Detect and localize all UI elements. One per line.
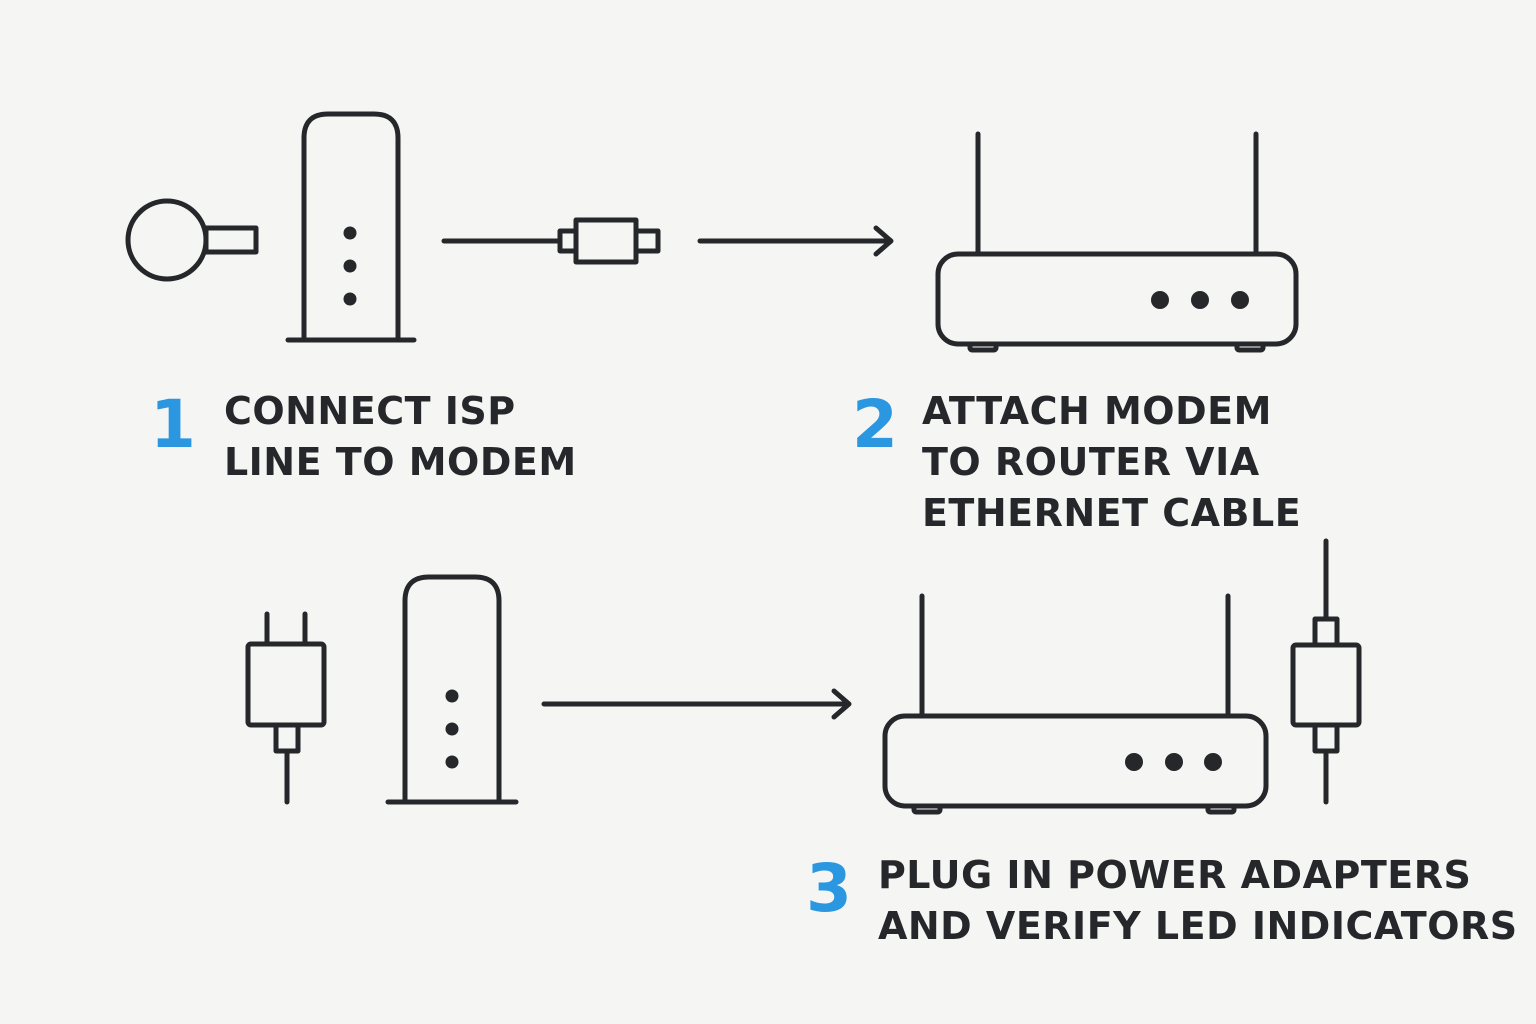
- step-description: ATTACH MODEM TO ROUTER VIA ETHERNET CABL…: [922, 386, 1301, 539]
- step-description-line: LINE TO MODEM: [223, 440, 577, 484]
- router-icon: [882, 593, 1269, 815]
- ethernet-cable-icon: [441, 217, 661, 265]
- step-description-line: ATTACH MODEM: [921, 389, 1272, 433]
- router-icon: [935, 131, 1299, 353]
- modem-icon: [385, 574, 519, 805]
- step-number: 2: [852, 386, 898, 463]
- arrow-right-icon: [541, 688, 852, 720]
- modem-icon: [285, 111, 417, 343]
- step-description: CONNECT ISP LINE TO MODEM: [224, 386, 577, 488]
- step-description-line: CONNECT ISP: [223, 389, 516, 433]
- arrow-right-icon: [697, 225, 894, 257]
- isp-line-connector-icon: [125, 198, 259, 282]
- step-description-line: PLUG IN POWER ADAPTERS: [877, 853, 1472, 897]
- step-description-line: TO ROUTER VIA: [921, 440, 1260, 484]
- step-3-caption: 3 PLUG IN POWER ADAPTERS AND VERIFY LED …: [806, 850, 1518, 952]
- inline-power-adapter-icon: [1290, 538, 1362, 805]
- step-description-line: AND VERIFY LED INDICATORS: [877, 904, 1518, 948]
- step-2-caption: 2 ATTACH MODEM TO ROUTER VIA ETHERNET CA…: [852, 386, 1301, 539]
- step-description-line: ETHERNET CABLE: [921, 491, 1302, 535]
- step-number: 3: [806, 850, 852, 927]
- power-plug-icon: [245, 611, 327, 805]
- step-description: PLUG IN POWER ADAPTERS AND VERIFY LED IN…: [878, 850, 1518, 952]
- step-1-caption: 1 CONNECT ISP LINE TO MODEM: [150, 386, 577, 488]
- step-number: 1: [150, 386, 196, 463]
